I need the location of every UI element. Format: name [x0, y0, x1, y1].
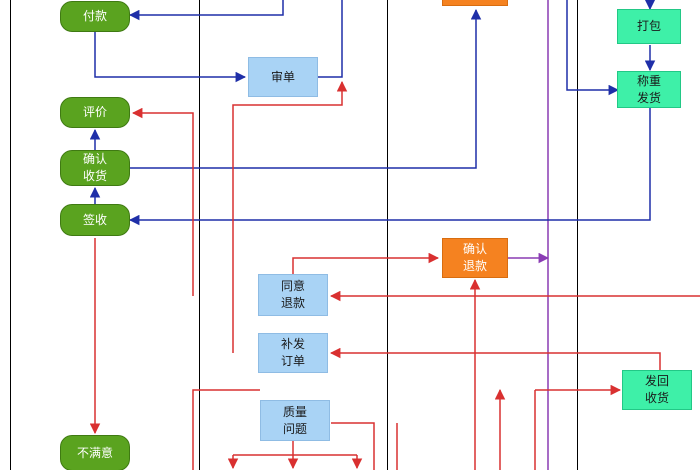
arrow-reissue-to-audit	[232, 80, 348, 353]
dissatisfied-node[interactable]: 不满意	[60, 435, 130, 470]
weigh-ship-node[interactable]: 称重 发货	[617, 71, 681, 108]
arrow-weigh-to-sign	[128, 108, 651, 226]
pay-node[interactable]: 付款	[60, 1, 130, 32]
quality-issue-node[interactable]: 质量 问题	[260, 400, 330, 441]
pack-node[interactable]: 打包	[617, 9, 681, 44]
line-to-quality	[192, 389, 260, 470]
top-orange-box[interactable]	[442, 0, 508, 6]
red-connectors	[89, 80, 700, 470]
arrow-agree-to-review	[131, 107, 194, 296]
audit-node[interactable]: 审单	[248, 57, 318, 97]
arrow-agree-to-refund	[292, 252, 440, 276]
reissue-order-node[interactable]: 补发 订单	[258, 333, 328, 373]
confirm-refund-node[interactable]: 确认 退款	[442, 238, 508, 278]
line-quality-right	[331, 422, 375, 470]
arrow-to-weigh	[566, 0, 620, 96]
blue-connectors	[89, 0, 656, 226]
confirm-receipt-node[interactable]: 确认 收货	[60, 150, 130, 186]
arrow-confirm-to-top	[130, 8, 482, 169]
return-ship-node[interactable]: 发回 收货	[622, 370, 692, 410]
agree-refund-node[interactable]: 同意 退款	[258, 274, 328, 316]
arrow-to-reissue	[329, 347, 661, 370]
lane-separators	[10, 0, 578, 470]
review-node[interactable]: 评价	[60, 97, 130, 128]
line-audit-up	[318, 0, 343, 78]
arrow-to-pay	[128, 0, 284, 21]
arrow-pay-to-audit	[94, 32, 247, 83]
sign-node[interactable]: 签收	[60, 204, 130, 236]
